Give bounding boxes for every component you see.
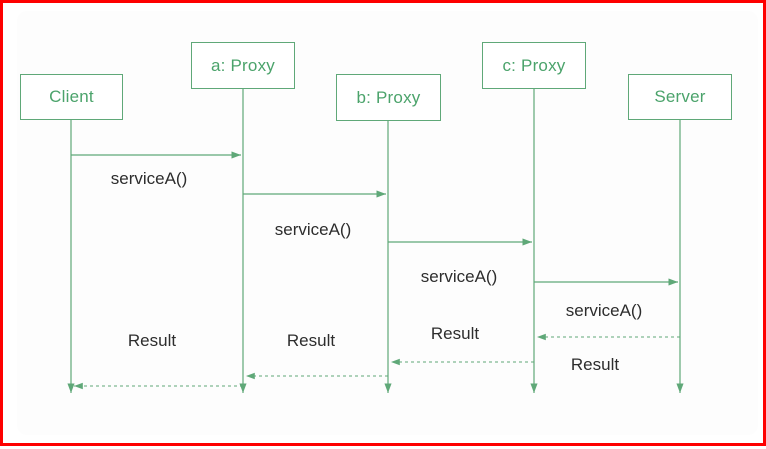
- message-label-c-to-b-result: Result: [430, 324, 480, 343]
- participant-a-proxy: a: Proxy: [191, 42, 295, 89]
- participant-server-label: Server: [654, 87, 706, 106]
- message-label-b-to-a-result: Result: [286, 331, 336, 350]
- message-label-a-to-client-result: Result: [127, 331, 177, 350]
- participant-a-proxy-label: a: Proxy: [211, 55, 275, 75]
- message-label-server-to-c-result: Result: [570, 355, 620, 374]
- message-label-client-to-a: serviceA(): [110, 169, 188, 188]
- participant-b-proxy-label: b: Proxy: [356, 87, 421, 107]
- sequence-diagram: Client a: Proxy b: Proxy c: Proxy Server…: [3, 3, 766, 449]
- participant-c-proxy-label: c: Proxy: [502, 55, 566, 75]
- participant-server: Server: [628, 74, 732, 120]
- message-label-b-to-c: serviceA(): [420, 267, 498, 286]
- participant-b-proxy: b: Proxy: [336, 74, 441, 121]
- message-label-a-to-b: serviceA(): [274, 220, 352, 239]
- participant-c-proxy: c: Proxy: [482, 42, 586, 89]
- participant-client: Client: [20, 74, 123, 120]
- message-label-c-to-server: serviceA(): [565, 301, 643, 320]
- participant-client-label: Client: [49, 87, 94, 106]
- diagram-lines-layer: [67, 89, 684, 393]
